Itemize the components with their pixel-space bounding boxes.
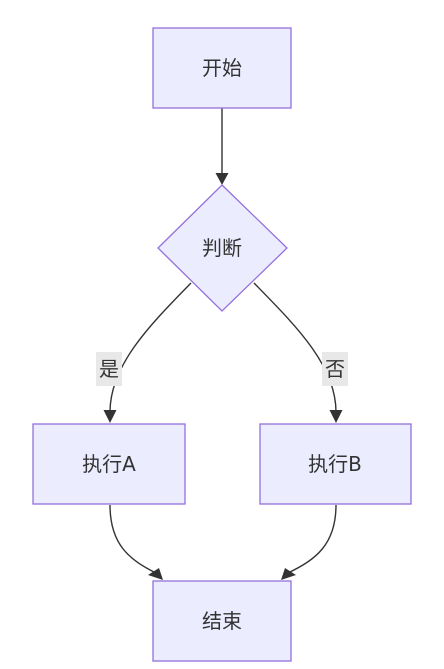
- edge-label-no: 否: [322, 352, 348, 386]
- edge-action-b-to-end: [287, 504, 337, 574]
- node-end[interactable]: 结束: [152, 580, 292, 662]
- node-end-label: 结束: [202, 609, 242, 633]
- node-action-a-label: 执行A: [82, 452, 136, 476]
- node-start[interactable]: 开始: [152, 27, 292, 109]
- arrow-head-end-right: [281, 568, 296, 580]
- node-action-b[interactable]: 执行B: [259, 423, 412, 505]
- edges: [103, 108, 343, 580]
- node-decision[interactable]: 判断: [157, 184, 288, 312]
- node-action-b-label: 执行B: [308, 452, 362, 476]
- node-decision-label: 判断: [202, 236, 242, 260]
- arrow-head-end-left: [148, 568, 163, 580]
- arrow-head-decision: [215, 173, 229, 185]
- node-start-label: 开始: [202, 56, 242, 80]
- edge-action-a-to-end: [109, 504, 157, 574]
- edge-decision-to-action-a: [109, 282, 192, 413]
- node-action-a[interactable]: 执行A: [32, 423, 186, 505]
- arrow-head-action-b: [329, 410, 343, 423]
- edge-label-no-text: 否: [325, 357, 345, 381]
- arrow-head-action-a: [103, 410, 117, 423]
- edge-label-yes: 是: [96, 352, 122, 386]
- edge-label-yes-text: 是: [99, 357, 119, 381]
- edge-decision-to-action-b: [253, 282, 337, 413]
